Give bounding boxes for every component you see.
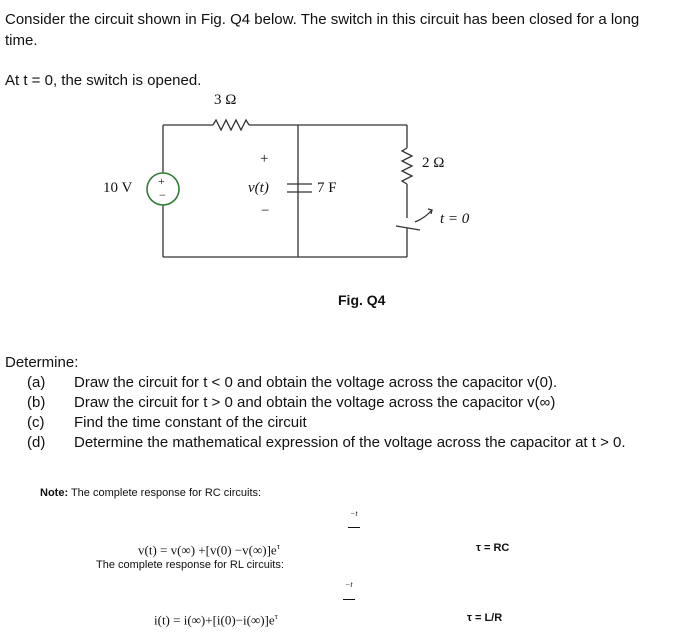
rc-tau-sub: τ [276, 542, 280, 551]
rl-exponent: −t [345, 580, 353, 589]
question-c-text: Find the time constant of the circuit [74, 414, 307, 431]
circuit-diagram [146, 118, 433, 258]
question-d-letter: (d) [27, 434, 46, 451]
switch-arrow [414, 209, 433, 223]
rc-formula-body: v(t) = v(∞) +[v(0) −v(∞)]e [138, 542, 277, 558]
rc-fraction-bar [348, 527, 360, 528]
resistor-2ohm-label: 2 Ω [422, 155, 445, 171]
capacitor-voltage-label: v(t) [248, 180, 269, 196]
note-label: Note: [40, 487, 69, 499]
question-b-text: Draw the circuit for t > 0 and obtain th… [74, 394, 556, 411]
note-rl-text: The complete response for RL circuits: [96, 559, 284, 571]
switch-arrowhead [427, 208, 433, 215]
source-label: 10 V [103, 180, 133, 196]
question-b-letter: (b) [27, 394, 46, 411]
rc-time-constant: τ = RC [476, 542, 510, 554]
note-rc-line: Note: The complete response for RC circu… [40, 487, 261, 499]
question-a-text: Draw the circuit for t < 0 and obtain th… [74, 374, 558, 391]
rl-formula-body: i(t) = i(∞)+[i(0)−i(∞)]e [154, 612, 275, 628]
question-a-letter: (a) [27, 374, 46, 391]
rc-formula: v(t) = v(∞) +[v(0) −v(∞)]eτ [138, 542, 280, 558]
resistor-3ohm-label: 3 Ω [214, 92, 237, 108]
question-c-letter: (c) [27, 414, 45, 431]
figure-caption: Fig. Q4 [338, 292, 386, 308]
note-rc-text: The complete response for RC circuits: [68, 487, 262, 499]
resistor-3ohm [212, 118, 250, 132]
capacitor-label: 7 F [317, 180, 337, 196]
rl-time-constant: τ = L/R [467, 612, 503, 624]
capacitor-plus: + [260, 151, 269, 167]
source-plus: + [158, 174, 165, 188]
rl-tau-sub: τ [274, 612, 278, 621]
source-minus: − [159, 188, 166, 202]
intro-line-1: Consider the circuit shown in Fig. Q4 be… [5, 11, 640, 28]
rc-exponent: −t [350, 509, 358, 518]
voltage-source [146, 172, 180, 206]
switch-blade [395, 225, 421, 231]
intro-line-3: At t = 0, the switch is opened. [5, 72, 202, 89]
intro-line-2: time. [5, 32, 38, 49]
questions-heading: Determine: [5, 354, 79, 371]
rl-formula: i(t) = i(∞)+[i(0)−i(∞)]eτ [154, 612, 278, 628]
rl-fraction-bar [343, 599, 355, 600]
capacitor-minus: − [261, 203, 270, 219]
switch-time-label: t = 0 [440, 211, 470, 227]
question-d-text: Determine the mathematical expression of… [74, 434, 626, 451]
resistor-2ohm [400, 147, 414, 185]
